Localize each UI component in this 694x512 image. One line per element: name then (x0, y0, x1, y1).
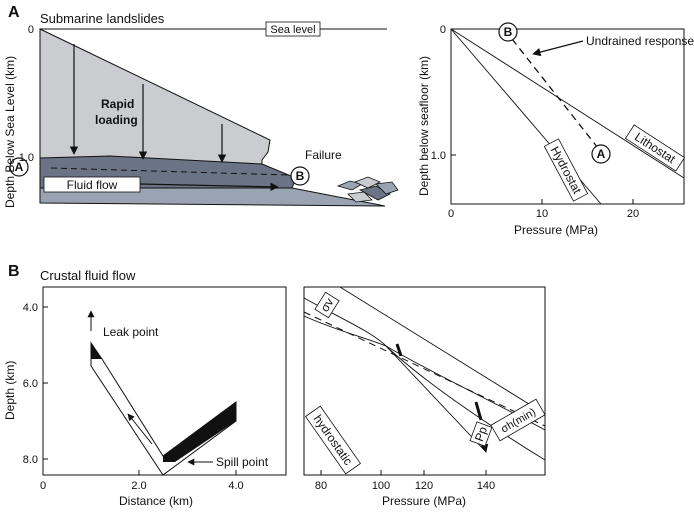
panel-a-letter: A (8, 4, 20, 21)
b-left-x-label: Distance (km) (119, 494, 193, 508)
b-right-xtick-label-80: 80 (315, 480, 327, 492)
pp-tag: Pp (469, 421, 493, 447)
b-left-ytick-label-8: 8.0 (23, 454, 38, 466)
panel-b-title: Crustal fluid flow (40, 268, 136, 283)
failure-label: Failure (305, 148, 342, 162)
plot-a-point-a-marker (591, 144, 611, 164)
b-right-xtick-label-120: 120 (415, 480, 433, 492)
plot-a-point-b-label: B (504, 25, 513, 39)
plot-a-point-a-label: A (597, 147, 606, 161)
b-left-ytick-label-6: 6.0 (23, 378, 38, 390)
b-right-xtick-label-100: 100 (372, 480, 390, 492)
b-left-y-label: Depth (km) (3, 361, 17, 420)
depth-tick-1: 1.0 (19, 152, 34, 164)
spill-trap-fill (163, 402, 236, 462)
sigma-v-label: σv (318, 296, 337, 315)
lithostat-label: Lithostat (632, 130, 678, 167)
fluid-flow-box (43, 176, 141, 193)
hydrostatic-tag: hydrostatic (304, 405, 362, 475)
plot-a-xtick-label-0: 0 (448, 208, 454, 220)
panel-a-left-y-label: Depth Below Sea Level (km) (3, 56, 17, 208)
b-left-xtick-label-0: 0 (40, 480, 46, 492)
failure-debris (336, 176, 399, 203)
point-a-marker (9, 157, 29, 177)
carrier-bed (90, 341, 237, 476)
plot-a-point-b-marker (498, 22, 518, 42)
plot-b-left-frame (42, 286, 287, 476)
b-right-x-label: Pressure (MPa) (382, 494, 466, 508)
landslide-diagram: Sea level Rapid loading Fluid flow Failu… (3, 21, 399, 208)
pp-label: Pp (472, 424, 490, 443)
b-left-xtick-label-2: 2.0 (131, 480, 146, 492)
b-left-ytick-label-4: 4.0 (23, 302, 38, 314)
plot-a-xtick-label-20: 20 (627, 208, 639, 220)
depth-tick-0: 0 (28, 24, 34, 36)
pressure-segment-2 (474, 401, 483, 421)
rapid-loading-label-2: loading (95, 113, 138, 127)
plot-a-ytick-label-1: 1.0 (431, 150, 446, 162)
rapid-loading-label-1: Rapid (101, 97, 134, 111)
b-right-xtick-label-140: 140 (477, 480, 495, 492)
sigma-h-upper-curve (303, 297, 546, 431)
pore-pressure-dashed (303, 311, 546, 427)
migration-arrow (127, 413, 153, 445)
undrained-arrow (532, 40, 584, 57)
pressure-depth-plot-a: 0 1.0 0 10 20 Pressure (MPa) Depth below… (417, 22, 694, 237)
hydrostat-label: Hydrostat (548, 144, 585, 197)
leak-point-label: Leak point (103, 325, 159, 339)
b-left-xtick-label-4: 4.0 (228, 480, 243, 492)
pressure-segment-1 (395, 343, 403, 357)
leak-trap-fill (91, 343, 102, 359)
sea-level-box (265, 21, 321, 37)
point-b-label: B (296, 169, 305, 183)
panel-a-left-title: Submarine landslides (40, 11, 165, 26)
fluid-flow-label: Fluid flow (67, 178, 118, 192)
plot-a-x-label: Pressure (MPa) (514, 223, 598, 237)
lithostat-tag: Lithostat (624, 124, 686, 172)
spill-point-label: Spill point (216, 455, 269, 469)
fluid-flow-arrow (139, 182, 279, 192)
point-a-label: A (15, 160, 24, 174)
plot-a-frame (450, 28, 685, 205)
hydrostat-tag: Hydrostat (543, 138, 589, 202)
hydrostatic-label: hydrostatic (311, 412, 356, 468)
sigma-v-tag: σv (314, 291, 340, 319)
point-b-marker (290, 166, 310, 186)
plot-a-y-label: Depth below seafloor (km) (417, 56, 431, 196)
plot-a-xtick-label-10: 10 (536, 208, 548, 220)
base-layer (39, 187, 386, 207)
spill-point-plot: 4.0 6.0 8.0 0 2.0 4.0 Distance (km) Dept… (3, 286, 287, 508)
sea-level-label: Sea level (270, 24, 315, 36)
plot-a-ytick-label-0: 0 (440, 24, 446, 36)
sigma-v-line (339, 286, 546, 415)
undrained-path (511, 38, 599, 149)
panel-b-letter: B (8, 263, 20, 280)
lithostat-line (450, 28, 685, 179)
undrained-label: Undrained response (586, 34, 694, 48)
hydrostatic-line (385, 345, 487, 453)
stress-pressure-plot: 80 100 120 140 Pressure (MPa) σv σh(min)… (303, 286, 546, 508)
